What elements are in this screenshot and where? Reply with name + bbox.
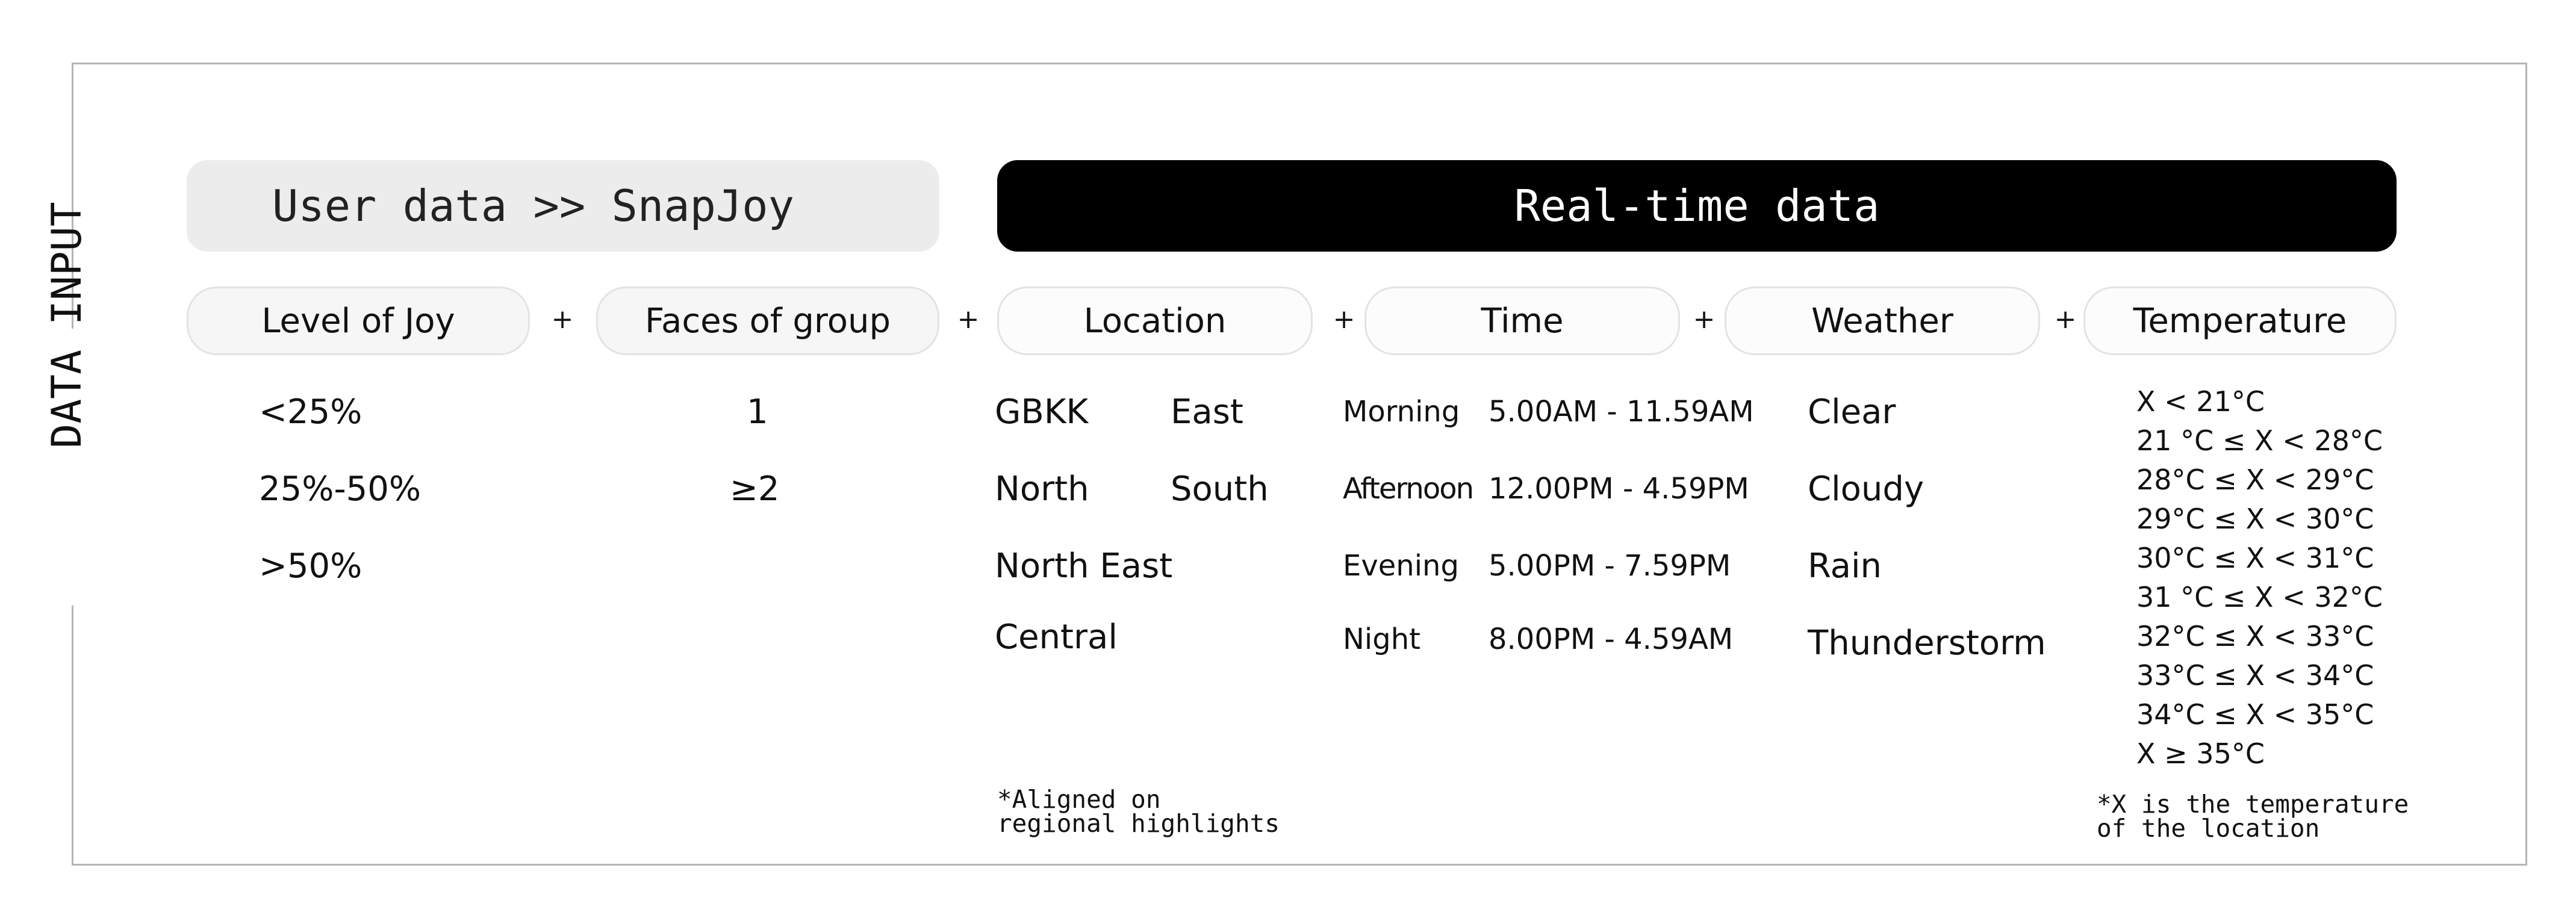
category-weather: Weather xyxy=(1725,287,2040,355)
faces-value: 1 xyxy=(747,392,768,432)
time-range: 5.00AM - 11.59AM xyxy=(1489,395,1754,429)
plus-sign: + xyxy=(957,304,980,335)
weather-value: Thunderstorm xyxy=(1808,624,2046,663)
plus-sign: + xyxy=(1333,304,1355,335)
temperature-footnote: *X is the temperature of the location xyxy=(2097,790,2409,843)
temperature-range: 28°C ≤ X < 29°C xyxy=(2136,464,2374,496)
user-data-header: User data >> SnapJoy xyxy=(187,160,939,252)
plus-sign: + xyxy=(551,304,574,335)
time-range: 12.00PM - 4.59PM xyxy=(1489,472,1749,506)
side-label-gap xyxy=(60,329,84,606)
time-label: Afternoon xyxy=(1343,472,1474,506)
location-value: GBKK xyxy=(995,392,1089,432)
category-location: Location xyxy=(997,287,1313,355)
temperature-range: 31 °C ≤ X < 32°C xyxy=(2136,581,2383,613)
location-footnote: *Aligned on regional highlights xyxy=(997,785,1280,838)
realtime-data-header: Real-time data xyxy=(997,160,2397,252)
plus-sign: + xyxy=(1693,304,1716,335)
temperature-range: 21 °C ≤ X < 28°C xyxy=(2136,424,2383,457)
location-value: East xyxy=(1171,392,1243,432)
joy-level: <25% xyxy=(259,392,362,432)
time-label: Night xyxy=(1343,622,1420,656)
plus-sign: + xyxy=(2054,304,2077,335)
time-label: Evening xyxy=(1343,549,1459,583)
temperature-range: X < 21°C xyxy=(2136,385,2265,418)
time-range: 8.00PM - 4.59AM xyxy=(1489,622,1734,656)
time-range: 5.00PM - 7.59PM xyxy=(1489,549,1731,583)
category-faces-of-group: Faces of group xyxy=(596,287,939,355)
location-value: North xyxy=(995,470,1089,509)
location-value: South xyxy=(1171,470,1269,509)
temperature-range: 30°C ≤ X < 31°C xyxy=(2136,542,2374,574)
category-time: Time xyxy=(1364,287,1680,355)
temperature-range: 29°C ≤ X < 30°C xyxy=(2136,503,2374,535)
category-level-of-joy: Level of Joy xyxy=(187,287,530,355)
weather-value: Rain xyxy=(1808,547,1882,586)
temperature-range: 32°C ≤ X < 33°C xyxy=(2136,620,2374,653)
location-value: Central xyxy=(995,618,1118,657)
temperature-range: X ≥ 35°C xyxy=(2136,737,2265,770)
time-label: Morning xyxy=(1343,395,1460,429)
weather-value: Clear xyxy=(1808,392,1896,432)
weather-value: Cloudy xyxy=(1808,470,1924,509)
joy-level: >50% xyxy=(259,547,362,586)
faces-value: ≥2 xyxy=(730,470,780,509)
location-value: North East xyxy=(995,547,1173,586)
temperature-range: 34°C ≤ X < 35°C xyxy=(2136,698,2374,731)
temperature-range: 33°C ≤ X < 34°C xyxy=(2136,659,2374,692)
data-input-label: DATA INPUT xyxy=(43,202,91,448)
category-temperature: Temperature xyxy=(2083,287,2397,355)
joy-level: 25%-50% xyxy=(259,470,422,509)
